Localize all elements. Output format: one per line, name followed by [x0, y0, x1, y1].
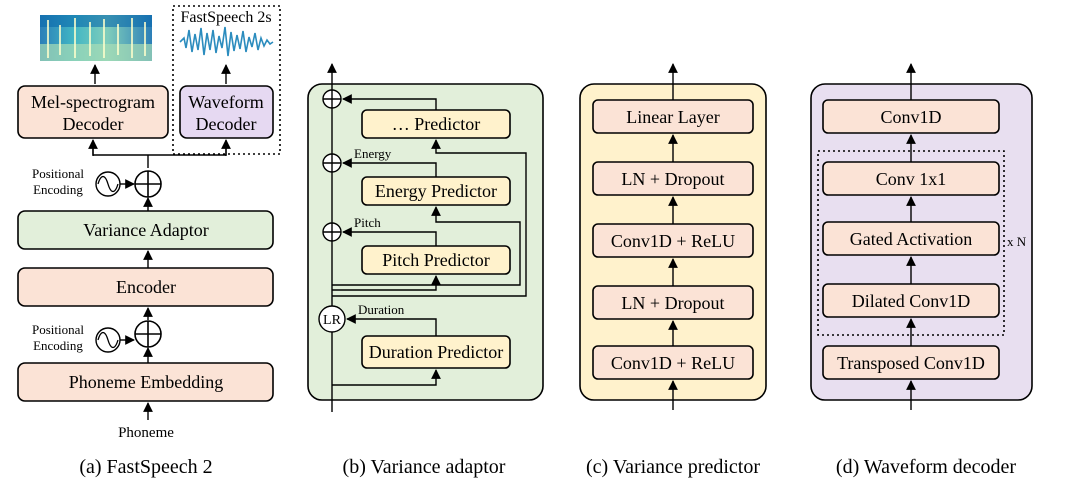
conv-1x1-label: Conv 1x1: [876, 169, 947, 189]
lr-label: LR: [323, 313, 342, 328]
adder-pitch-icon: [322, 222, 342, 242]
gated-activation-box: [822, 221, 1000, 256]
conv-1x1-box: [822, 161, 1000, 196]
arrow-feed-other-predictor: [332, 139, 527, 297]
variance-adaptor-box: [17, 210, 274, 250]
layer-label: LN + Dropout: [621, 293, 724, 313]
waveform-decoder-line2: Decoder: [196, 114, 257, 134]
phoneme-input-label: Phoneme: [118, 425, 174, 441]
variance-adaptor-label: Variance Adaptor: [83, 220, 208, 240]
transposed-conv1d-box: [822, 345, 1000, 380]
arrow-duration-to-lr: [346, 314, 437, 336]
conv1d-relu-box-lower: [592, 345, 754, 380]
adder-energy-icon: [322, 153, 342, 173]
length-regulator-circle: [318, 305, 346, 333]
phoneme-embedding-box: [17, 362, 274, 402]
phoneme-embedding-label: Phoneme Embedding: [69, 372, 223, 392]
encoder-label: Encoder: [116, 277, 176, 297]
pitch-predictor-label: Pitch Predictor: [382, 250, 489, 270]
fastspeech2s-label: FastSpeech 2s: [180, 9, 271, 26]
conv1d-relu-box-upper: [592, 223, 754, 258]
caption-b: (b) Variance adaptor: [343, 456, 506, 478]
waveform-decoder-line1: Waveform: [188, 92, 264, 112]
arrow-feed-energy-predictor: [332, 206, 521, 286]
linear-layer-box: [592, 99, 754, 134]
arrow-pitch-to-adder: [342, 227, 437, 246]
fastspeech2s-dotted-region: [172, 5, 281, 155]
positional-encoding-lower-line1: Positional: [32, 322, 84, 337]
mel-decoder-line2: Decoder: [63, 114, 124, 134]
caption-c: (c) Variance predictor: [586, 456, 760, 478]
gated-activation-label: Gated Activation: [850, 229, 972, 249]
split-to-decoders: [92, 141, 227, 168]
conv1d-label: Conv1D: [880, 107, 941, 127]
caption-a: (a) FastSpeech 2: [79, 456, 212, 478]
transposed-conv1d-label: Transposed Conv1D: [837, 353, 985, 373]
sine-wave-icon: [95, 327, 121, 353]
encoder-box: [17, 267, 274, 307]
arrow-energy-to-adder: [342, 158, 437, 177]
arrow-input-to-duration: [332, 369, 441, 386]
panel-a-fastspeech2: FastSpeech 2s Mel-spectrogram Decoder Wa…: [17, 5, 281, 478]
ln-dropout-box-upper: [592, 161, 754, 196]
layer-label: Conv1D + ReLU: [611, 231, 735, 251]
energy-label: Energy: [354, 146, 392, 161]
layer-label: LN + Dropout: [621, 169, 724, 189]
adder-upper-icon: [134, 170, 162, 198]
layer-label: Linear Layer: [626, 107, 719, 127]
positional-encoding-upper-line2: Encoding: [33, 182, 83, 197]
panel-b-variance-adaptor: LR … Predictor Energy Predictor Energy P…: [307, 63, 544, 478]
mel-spectrogram-decoder-box: [17, 85, 169, 139]
dilated-conv1d-label: Dilated Conv1D: [852, 291, 971, 311]
arrow-feed-pitch-predictor: [332, 275, 441, 291]
arrow-other-to-adder: [342, 94, 437, 110]
repeat-label: x N: [1007, 234, 1027, 249]
duration-label: Duration: [358, 302, 405, 317]
positional-encoding-lower-line2: Encoding: [33, 338, 83, 353]
panel-c-variance-predictor: Linear Layer LN + Dropout Conv1D + ReLU …: [579, 63, 767, 478]
pitch-label: Pitch: [354, 215, 381, 230]
panel-d-waveform-decoder: Conv1D x N Conv 1x1 Gated Activation Dil…: [810, 63, 1033, 478]
layer-label: Conv1D + ReLU: [611, 353, 735, 373]
positional-encoding-upper-line1: Positional: [32, 166, 84, 181]
adder-other-icon: [322, 89, 342, 109]
waveform-image: [179, 26, 274, 57]
other-predictor-label: … Predictor: [392, 114, 480, 134]
dilated-conv1d-box: [822, 283, 1000, 318]
adder-lower-icon: [134, 320, 162, 348]
mel-spectrogram-image: [40, 15, 152, 61]
ln-dropout-box-lower: [592, 285, 754, 320]
caption-d: (d) Waveform decoder: [836, 456, 1016, 478]
energy-predictor-label: Energy Predictor: [375, 181, 497, 201]
sine-wave-icon: [95, 171, 121, 197]
waveform-decoder-box: [179, 85, 274, 139]
mel-decoder-line1: Mel-spectrogram: [31, 92, 155, 112]
conv1d-box: [822, 99, 1000, 134]
duration-predictor-label: Duration Predictor: [369, 342, 503, 362]
